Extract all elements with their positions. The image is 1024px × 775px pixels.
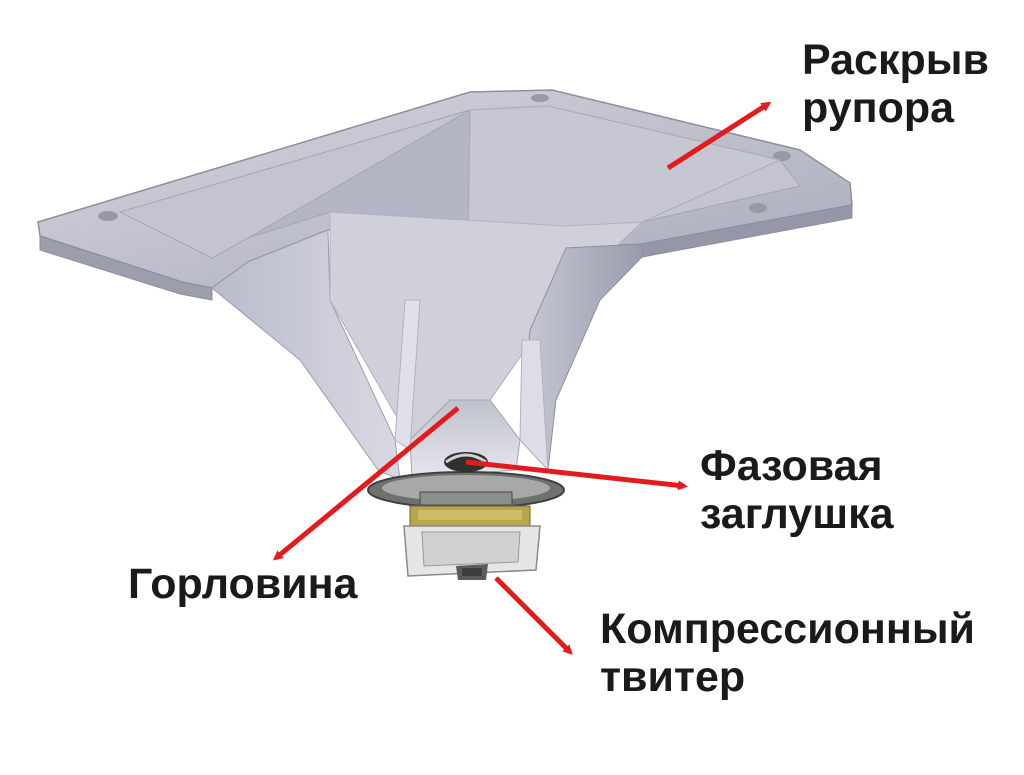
label-compression-tweeter-line1: Компрессионный <box>600 605 975 653</box>
compression-driver <box>367 452 565 580</box>
arrow-mouth <box>666 101 772 171</box>
label-compression-tweeter-line2: твитер <box>600 653 746 701</box>
label-phase-plug-line2: заглушка <box>700 490 894 538</box>
label-throat-line1: Горловина <box>128 560 358 608</box>
arrow-tweeter <box>494 576 573 655</box>
label-phase-plug-line1: Фазовая <box>700 442 883 490</box>
arrows <box>272 101 772 655</box>
label-horn-mouth: Раскрыв рупора <box>802 36 989 132</box>
label-throat: Горловина <box>128 560 357 608</box>
horn-body <box>211 105 782 481</box>
label-horn-mouth-line2: рупора <box>802 84 955 132</box>
label-compression-tweeter: Компрессионный твитер <box>600 605 975 701</box>
arrow-throat <box>272 406 460 561</box>
arrow-phase-plug <box>465 459 688 491</box>
label-phase-plug: Фазовая заглушка <box>700 442 894 538</box>
label-horn-mouth-line1: Раскрыв <box>802 36 989 84</box>
